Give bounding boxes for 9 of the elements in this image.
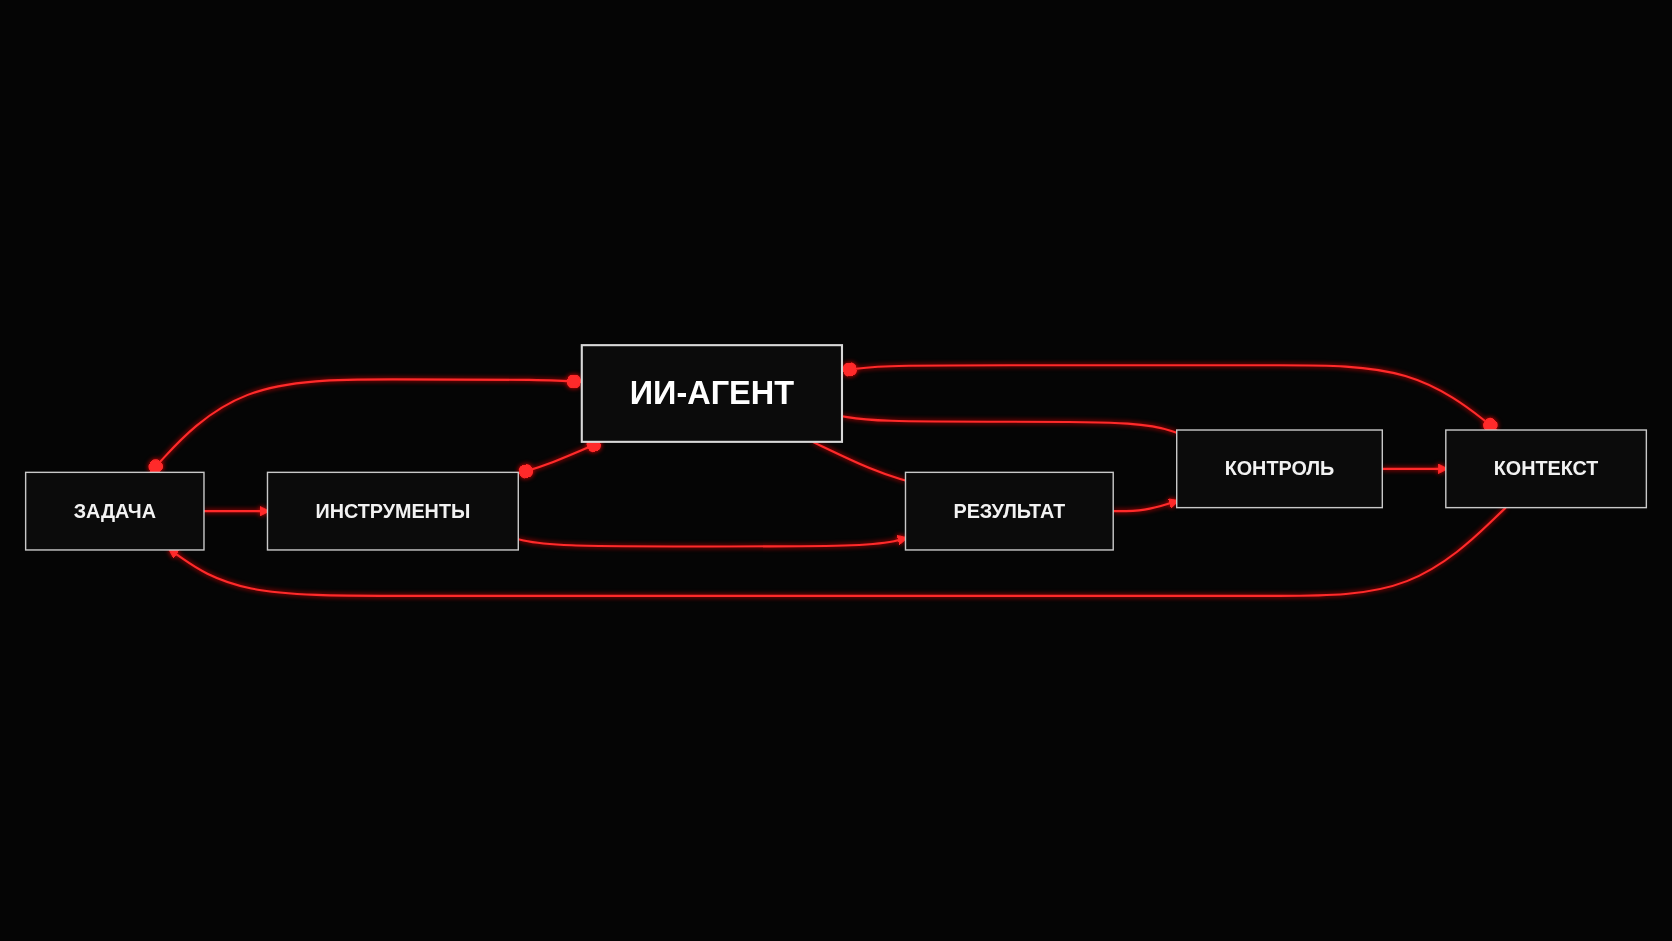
connector (841, 362, 1498, 433)
node-box: ИИ-АГЕНТ (580, 344, 844, 443)
arrow (168, 506, 1507, 597)
connector (148, 374, 582, 474)
node-box: ИНСТРУМЕНТЫ (266, 471, 519, 551)
node-box: РЕЗУЛЬТАТ (904, 471, 1114, 551)
node-box: ЗАДАЧА (24, 471, 205, 551)
node-box: КОНТЕКСТ (1445, 429, 1648, 509)
node-box: КОНТРОЛЬ (1176, 429, 1383, 509)
